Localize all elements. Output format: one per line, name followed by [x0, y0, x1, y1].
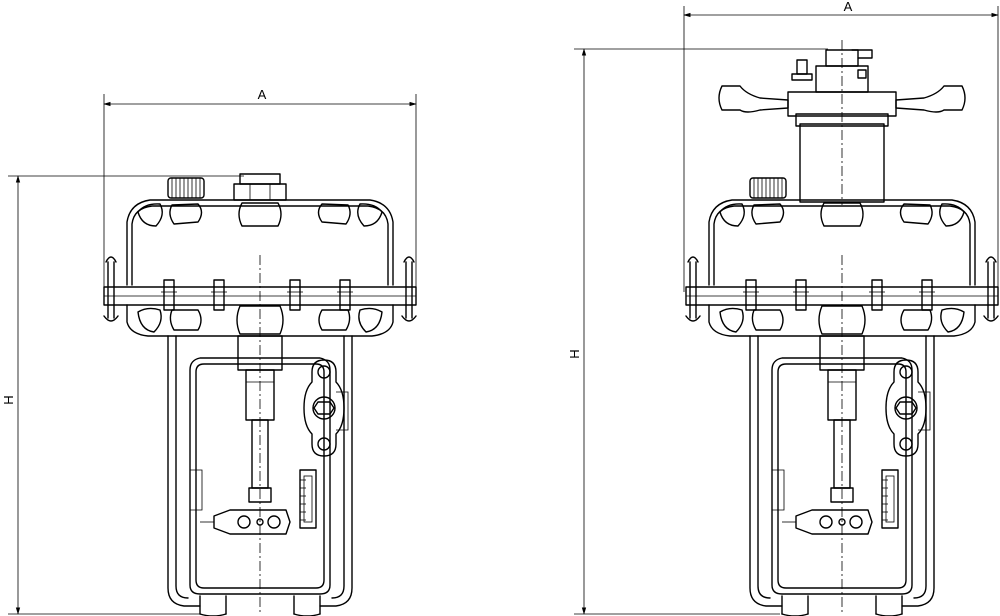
right-actuator-view: A H: [567, 0, 999, 616]
handwheel: [718, 49, 966, 117]
left-breather-cap: [167, 177, 205, 199]
left-actuator-view: A H: [1, 87, 417, 616]
left-dimension-h: H: [1, 175, 244, 615]
left-dimension-h-label: H: [1, 395, 16, 404]
lock-nut: [857, 69, 867, 79]
right-breather-cap: [749, 177, 787, 199]
right-dimension-h-label: H: [567, 349, 582, 358]
right-dimension-a: A: [683, 0, 999, 292]
right-dimension-h: H: [567, 48, 828, 615]
left-dimension-a-label: A: [258, 87, 267, 102]
left-air-port: [233, 173, 287, 201]
handwheel-knob: [791, 59, 813, 81]
handwheel-column: [795, 40, 889, 205]
right-dimension-a-label: A: [844, 0, 853, 14]
left-dimension-a: A: [103, 87, 417, 290]
